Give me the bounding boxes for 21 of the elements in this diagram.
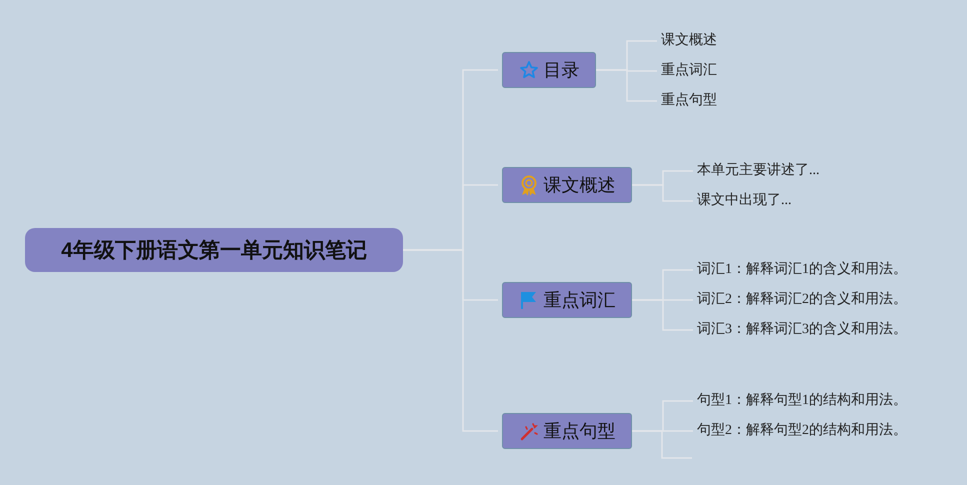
topic-label: 重点句型 [544,420,616,443]
topic-label: 4年级下册语文第一单元知识笔记 [61,238,367,264]
topic-box [502,167,632,203]
leaf-text: 课文概述 [661,32,717,50]
central-topic-box [25,228,403,272]
topic-label: 目录 [544,59,580,82]
leaf-text: 词汇1：解释词汇1的含义和用法。 [697,261,907,279]
leaf-text: 句型1：解释句型1的结构和用法。 [697,392,907,410]
topic-label: 重点词汇 [544,289,616,312]
leaf-text: 课文中出现了... [697,192,792,210]
leaf-text: 句型2：解释句型2的结构和用法。 [697,422,907,440]
topic-box [502,52,596,88]
connector-line [632,184,693,202]
leaf-text: 重点句型 [661,92,717,110]
leaf-text: 词汇3：解释词汇3的含义和用法。 [697,321,907,339]
topic-box [502,413,632,449]
topic-label: 课文概述 [544,174,616,197]
topic-box [502,282,632,318]
leaf-text: 本单元主要讲述了... [697,162,820,180]
leaf-text: 词汇2：解释词汇2的含义和用法。 [697,291,907,309]
leaf-text: 重点词汇 [661,62,717,80]
